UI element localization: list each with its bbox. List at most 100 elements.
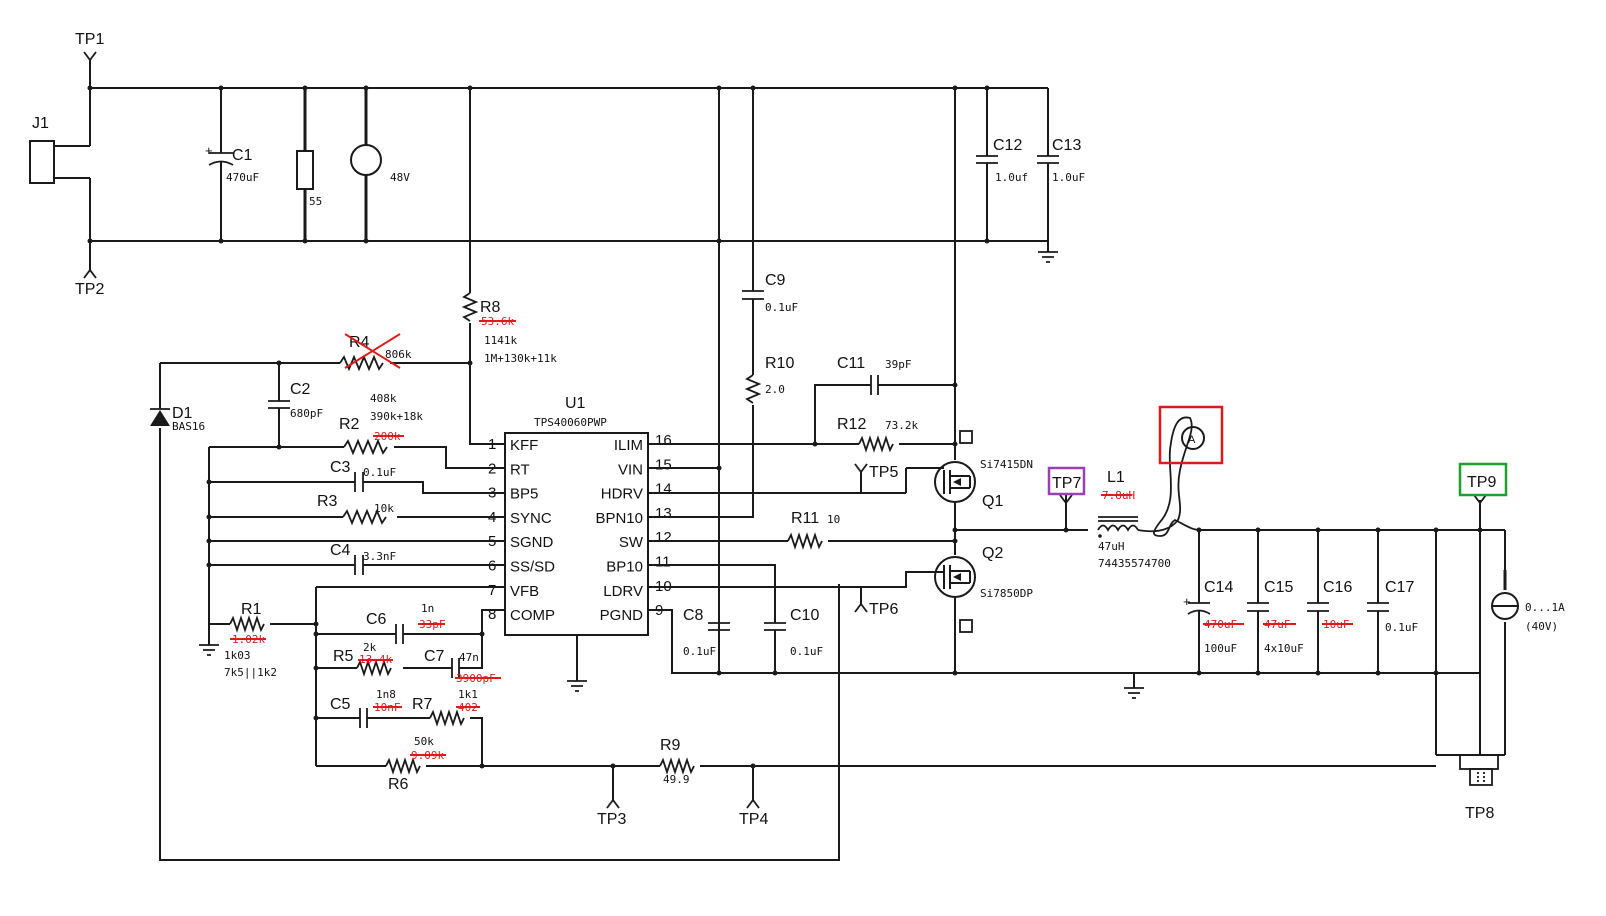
tp4-symbol [746, 798, 760, 809]
c16-capacitor [1307, 530, 1329, 673]
j1-ref: J1 [32, 115, 49, 132]
l1-part: 74435574700 [1098, 557, 1171, 570]
r2-note: 390k+18k [370, 410, 423, 423]
u1-pin-name: BP10 [606, 559, 643, 576]
tp9-highlight-box [1458, 462, 1508, 497]
c15-capacitor [1247, 530, 1269, 673]
u1-pin-name: ILIM [614, 437, 643, 454]
r4-old-value: 806k [385, 348, 412, 361]
current-load [1491, 530, 1519, 755]
tp9-symbol [1473, 494, 1487, 505]
u1-pin-name: SW [619, 534, 644, 551]
u1-pin-11: BP10 11 [606, 554, 670, 576]
output-stage: TP7 A + TP9 TP8 [1047, 405, 1519, 822]
c14-value: 100uF [1204, 642, 1237, 655]
c12-ref: C12 [993, 137, 1022, 154]
u1-pin-15: VIN 15 [618, 456, 672, 478]
input-junctions [87, 85, 990, 244]
load-resistor [296, 88, 314, 241]
tp5-label: TP5 [869, 464, 898, 481]
c7-ref: C7 [424, 648, 445, 665]
r1-note: 7k5||1k2 [224, 666, 277, 679]
c9-value: 0.1uF [765, 301, 798, 314]
c13-value: 1.0uF [1052, 171, 1085, 184]
r4-strike-x [344, 333, 401, 369]
tp5-symbol [854, 463, 868, 474]
r8-note: 1M+130k+11k [484, 352, 557, 365]
q2-ref: Q2 [982, 545, 1003, 562]
ground-symbol-output [1124, 687, 1144, 699]
tp8-connector [1459, 754, 1499, 786]
c4-value: 3.3nF [363, 550, 396, 563]
component-labels: R8 53.6k 1141k 1M+130k+11k R4 806k C2 68… [172, 272, 1565, 793]
c1-value: 470uF [226, 171, 259, 184]
iload-value: 0...1A [1525, 601, 1565, 614]
u1-pin-number: 8 [488, 606, 496, 623]
q1-part: Si7415DN [980, 458, 1033, 471]
l1-value: 47uH [1098, 540, 1125, 553]
u1-pin-number: 7 [488, 582, 496, 599]
tp6-symbol [854, 602, 868, 613]
c17-ref: C17 [1385, 579, 1414, 596]
r1-ref: R1 [241, 601, 262, 618]
ground-symbol-left [199, 644, 219, 656]
ground-symbol-u1 [567, 680, 587, 692]
voltage-source-value: 48V [390, 171, 410, 184]
q2-mosfet [934, 530, 976, 673]
r1-value: 1k03 [224, 649, 251, 662]
c14-ref: C14 [1204, 579, 1233, 596]
c11-value: 39pF [885, 358, 912, 371]
tp1-label: TP1 [75, 31, 104, 48]
c13-capacitor [1037, 88, 1059, 241]
u1-pin-name: SYNC [510, 510, 552, 527]
c13-ref: C13 [1052, 137, 1081, 154]
l1-ref: L1 [1107, 469, 1125, 486]
u1-pin-number: 11 [655, 554, 671, 571]
c11-ref: C11 [837, 355, 865, 372]
tp6-label: TP6 [869, 601, 898, 618]
r5-ref: R5 [333, 648, 354, 665]
r11-value: 10 [827, 513, 840, 526]
u1-part: TPS40060PWP [534, 416, 607, 429]
r6-value: 50k [414, 735, 434, 748]
u1-pin-number: 12 [655, 529, 672, 546]
c2-ref: C2 [290, 381, 311, 398]
r10-ref: R10 [765, 355, 794, 372]
q1-tab [959, 430, 973, 444]
u1-pin-number: 13 [655, 505, 672, 522]
c3-ref: C3 [330, 459, 351, 476]
ground-symbol-input [1038, 241, 1058, 263]
r11-ref: R11 [791, 510, 819, 527]
c1-ref: C1 [232, 147, 253, 164]
u1-pin-number: 14 [655, 481, 672, 498]
r6-ref: R6 [388, 776, 409, 793]
u1-pin-name: HDRV [601, 486, 643, 503]
r7-value: 1k1 [458, 688, 478, 701]
c6-ref: C6 [366, 611, 387, 628]
u1-pin-number: 15 [655, 456, 672, 473]
ammeter-letter: A [1188, 434, 1196, 446]
input-section: TP1 TP2 J1 + C1 470uF 55 48V C12 1.0uf C… [29, 31, 1085, 298]
d1-value: BAS16 [172, 420, 205, 433]
u1-pin-14: HDRV 14 [601, 481, 672, 503]
u1-pin-name: BP5 [510, 486, 538, 503]
c17-capacitor [1367, 530, 1389, 673]
d1-diode [150, 408, 170, 426]
r8-value: 1141k [484, 334, 517, 347]
r2-value: 408k [370, 392, 397, 405]
d1-ref: D1 [172, 405, 193, 422]
u1-pin-name: LDRV [603, 583, 643, 600]
u1-pin-name: RT [510, 461, 530, 478]
q1-mosfet [905, 461, 976, 530]
u1-pin-name: SGND [510, 534, 554, 551]
c10-ref: C10 [790, 607, 819, 624]
q2-tab [959, 619, 973, 633]
u1-pin-name: VIN [618, 461, 643, 478]
u1-pin-name: PGND [600, 607, 644, 624]
